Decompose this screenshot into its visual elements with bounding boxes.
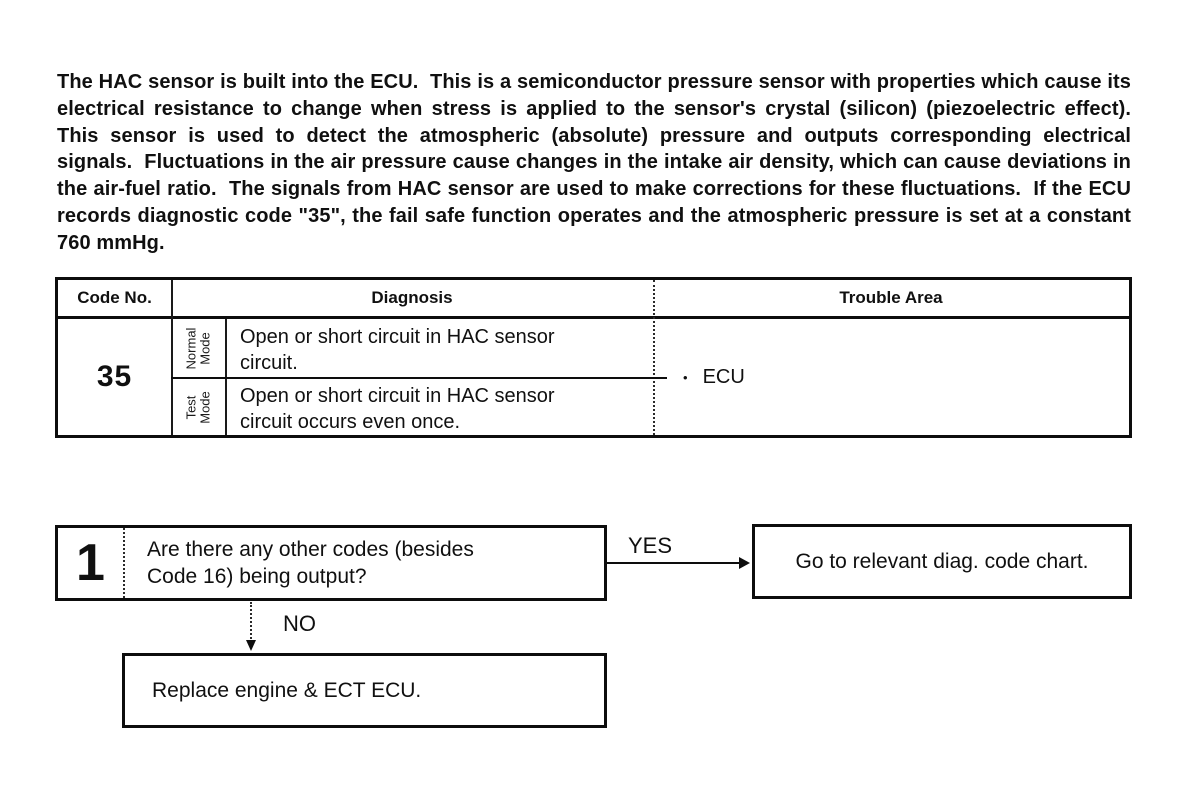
trouble-area-cell: • ECU	[653, 319, 1129, 435]
test-mode-diagnosis: Open or short circuit in HAC sensor circ…	[240, 385, 555, 433]
trouble-area-value: ECU	[702, 365, 745, 388]
table-mode-row-divider	[171, 377, 667, 379]
yes-result-text: Go to relevant diag. code chart.	[795, 549, 1089, 573]
normal-mode-label: Normal Mode	[183, 327, 213, 369]
step-question-text: Are there any other codes (besides Code …	[147, 538, 474, 588]
no-result-box: Replace engine & ECT ECU.	[122, 653, 607, 728]
table-header-trouble-area: Trouble Area	[839, 288, 943, 307]
yes-result-box: Go to relevant diag. code chart.	[752, 524, 1132, 599]
normal-mode-cell: Normal Mode	[171, 319, 225, 377]
no-arrow-line	[250, 602, 252, 642]
no-result-text: Replace engine & ECT ECU.	[152, 678, 422, 702]
no-branch-label: NO	[283, 611, 316, 636]
test-mode-label: Test Mode	[183, 390, 213, 424]
flowchart-step-1-box: 1 Are there any other codes (besides Cod…	[55, 525, 607, 601]
no-arrowhead-icon	[246, 640, 256, 651]
bullet-icon: •	[683, 369, 688, 385]
yes-branch-label: YES	[628, 533, 673, 558]
table-header-code-no: Code No.	[77, 288, 152, 307]
diagnostic-code-table: Code No. Diagnosis Trouble Area 35 Norma…	[55, 277, 1132, 438]
step-question-cell: Are there any other codes (besides Code …	[125, 528, 604, 598]
step-number: 1	[76, 534, 105, 592]
step-number-divider	[123, 528, 125, 598]
yes-arrowhead-icon	[739, 557, 750, 569]
code-number-cell: 35	[96, 360, 133, 393]
table-divider-trouble	[653, 280, 655, 435]
table-header-diagnosis: Diagnosis	[371, 288, 453, 307]
normal-mode-diagnosis: Open or short circuit in HAC sensor circ…	[240, 326, 555, 374]
table-header-rule	[58, 316, 1129, 319]
yes-arrow-line	[607, 562, 741, 564]
table-divider-code	[171, 280, 173, 435]
intro-paragraph: The HAC sensor is built into the ECU. Th…	[57, 71, 1143, 254]
test-mode-cell: Test Mode	[171, 379, 225, 435]
